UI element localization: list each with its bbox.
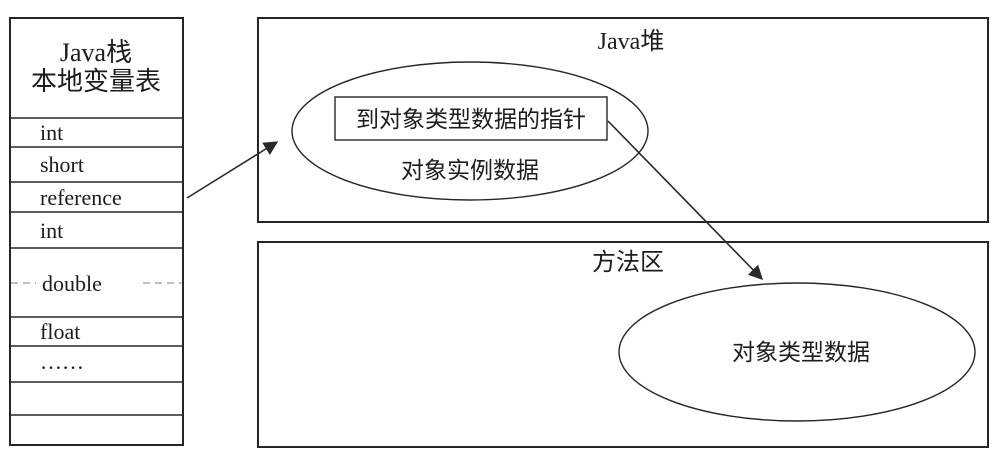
table-row: short: [40, 152, 84, 177]
instance-data-label: 对象实例数据: [401, 158, 539, 183]
method-area-border: [257, 241, 989, 448]
object-instance-ellipse: [291, 61, 649, 201]
table-row: reference: [40, 185, 122, 210]
table-row: double: [42, 271, 102, 296]
stack-title-line2: 本地变量表: [31, 67, 161, 96]
table-row: float: [40, 319, 80, 344]
table-row: int: [40, 218, 63, 243]
heap-title: Java堆: [598, 28, 665, 55]
reference-to-instance-arrow: [186, 141, 279, 199]
stack-table-border: [9, 17, 184, 446]
type-data-label: 对象类型数据: [732, 340, 870, 365]
stack-title-line1: Java栈: [60, 38, 132, 67]
java-stack-table: Java栈 本地变量表 int short reference int doub…: [9, 17, 184, 446]
method-area-title: 方法区: [592, 249, 664, 276]
pointer-box-label: 到对象类型数据的指针: [356, 107, 586, 132]
double-label-backing: [36, 269, 138, 296]
heap-border: [257, 17, 989, 223]
pointer-to-type-data-arrow: [607, 120, 764, 281]
pointer-box: [334, 96, 608, 141]
java-heap-box: Java堆 到对象类型数据的指针 对象实例数据: [257, 17, 989, 223]
table-row: int: [40, 120, 63, 145]
method-area-box: 方法区 对象类型数据: [257, 241, 989, 448]
object-type-ellipse: [618, 282, 976, 422]
table-row: ……: [40, 349, 84, 374]
